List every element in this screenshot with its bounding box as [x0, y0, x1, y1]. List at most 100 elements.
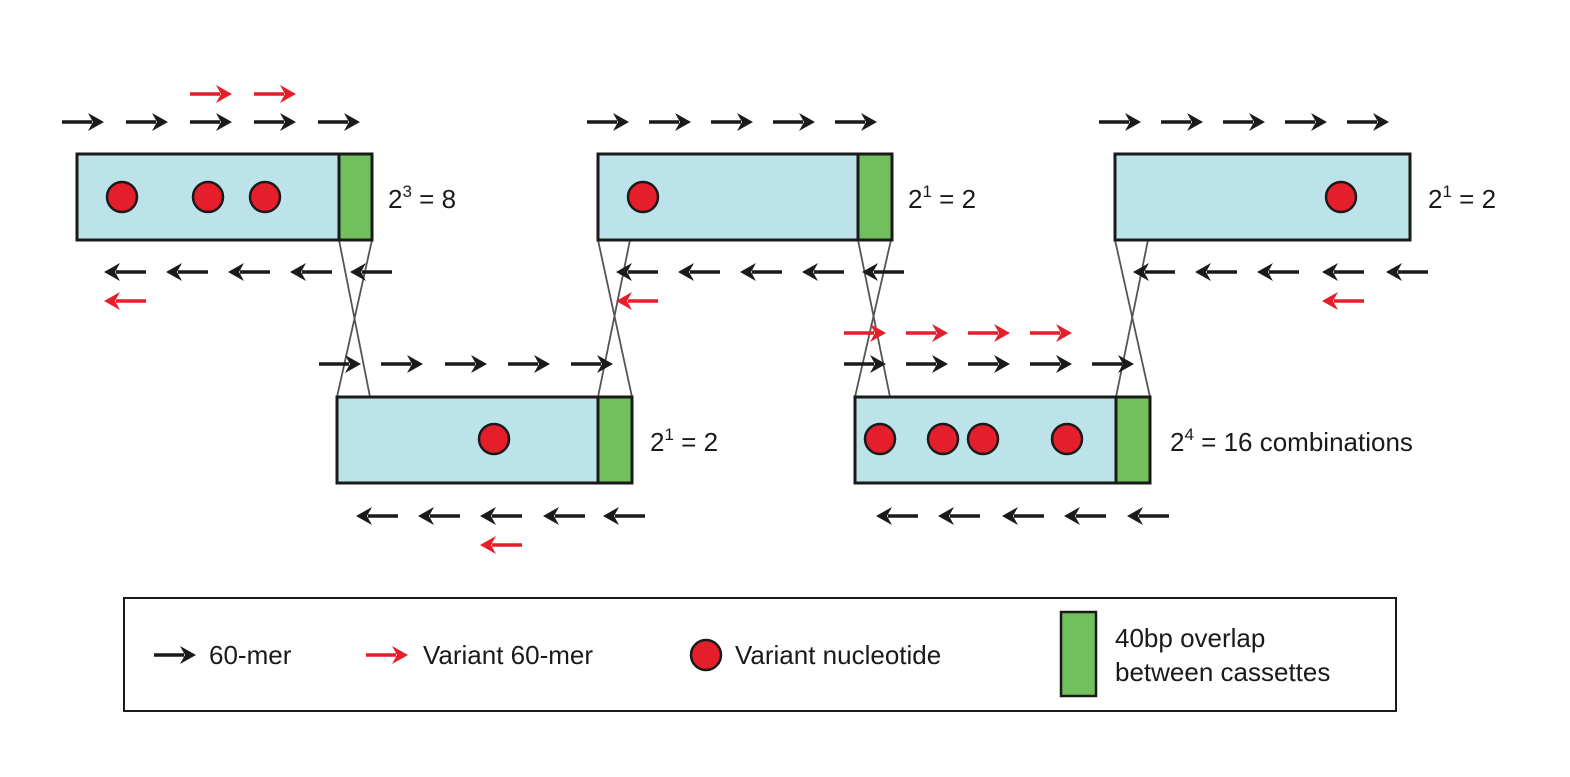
cassette-5: 21 = 2	[1113, 152, 1496, 242]
oligo-arrow	[1133, 263, 1175, 281]
variant-oligo-arrow	[968, 324, 1010, 342]
oligo-arrow	[773, 113, 815, 131]
variant-oligo-arrow	[844, 324, 886, 342]
overlap-region	[856, 152, 894, 242]
overlap-crossing-lines	[336, 239, 1151, 398]
green-overlap-icon	[1059, 610, 1098, 698]
oligo-arrow	[587, 113, 629, 131]
variant-nucleotide	[191, 180, 225, 214]
oligo-arrow	[62, 113, 104, 131]
overlap-region	[1114, 395, 1152, 485]
cassette-4: 24 = 16 combinations	[853, 395, 1413, 485]
oligo-arrow	[104, 263, 146, 281]
variant-nucleotide	[926, 422, 960, 456]
variant-nucleotide	[626, 180, 660, 214]
oligo-arrow	[1030, 355, 1072, 373]
variant-nucleotide	[966, 422, 1000, 456]
oligo-arrow	[906, 355, 948, 373]
variant-nucleotide	[1324, 180, 1358, 214]
variant-nucleotide	[248, 180, 282, 214]
combination-label: 23 = 8	[388, 182, 456, 214]
oligo-arrow	[1285, 113, 1327, 131]
black-arrow-icon	[154, 646, 196, 664]
oligo-arrow	[254, 113, 296, 131]
oligo-arrow	[1002, 507, 1044, 525]
oligo-arrow	[1064, 507, 1106, 525]
oligo-arrow	[740, 263, 782, 281]
legend-label-overlap-line1: 40bp overlap	[1115, 623, 1265, 653]
oligo-arrow	[445, 355, 487, 373]
variant-oligo-arrow	[104, 292, 146, 310]
crossing-line	[857, 239, 891, 398]
legend: 60-mer Variant 60-mer Variant nucleotide…	[123, 597, 1397, 712]
combination-label: 21 = 2	[650, 425, 718, 457]
variant-oligo-arrow	[480, 536, 522, 554]
cassette-box	[1113, 152, 1412, 242]
combination-label: 21 = 2	[1428, 182, 1496, 214]
variant-oligo-arrow	[906, 324, 948, 342]
variant-nucleotide	[1050, 422, 1084, 456]
oligo-arrow	[1195, 263, 1237, 281]
oligo-arrow	[616, 263, 658, 281]
crossing-line	[597, 239, 631, 398]
oligo-arrow	[1161, 113, 1203, 131]
oligo-arrow	[862, 263, 904, 281]
oligo-arrow	[1322, 263, 1364, 281]
oligo-arrow	[228, 263, 270, 281]
legend-arrow	[154, 646, 196, 664]
oligo-arrow	[678, 263, 720, 281]
crossing-line	[336, 239, 373, 398]
oligo-arrow	[480, 507, 522, 525]
oligo-arrow	[802, 263, 844, 281]
legend-item-variant-oligo: Variant 60-mer	[366, 640, 593, 670]
oligo-arrow	[1386, 263, 1428, 281]
oligo-arrow	[844, 355, 886, 373]
oligo-arrow	[350, 263, 392, 281]
variant-nucleotide	[477, 422, 511, 456]
variant-nucleotide	[863, 422, 897, 456]
oligo-arrow	[508, 355, 550, 373]
oligo-arrow	[571, 355, 613, 373]
oligo-arrow	[1257, 263, 1299, 281]
oligo-arrow	[649, 113, 691, 131]
oligo-arrow	[1099, 113, 1141, 131]
variant-oligo-arrow	[616, 292, 658, 310]
legend-item-variant-nucleotide: Variant nucleotide	[689, 638, 941, 672]
legend-label-variant-oligo: Variant 60-mer	[423, 640, 593, 670]
legend-label-variant-nucleotide: Variant nucleotide	[735, 640, 941, 670]
oligo-arrow	[381, 355, 423, 373]
oligo-arrow	[876, 507, 918, 525]
oligo-arrow	[938, 507, 980, 525]
overlap-region	[337, 152, 374, 242]
combination-label: 24 = 16 combinations	[1170, 425, 1413, 457]
legend-label-overlap-line2: between cassettes	[1115, 657, 1330, 687]
oligo-arrow	[1223, 113, 1265, 131]
red-dot-icon	[689, 638, 723, 672]
red-arrow-icon	[366, 646, 408, 664]
legend-label-oligo: 60-mer	[209, 640, 292, 670]
cassette-1: 23 = 8	[75, 152, 456, 242]
oligo-arrow	[1127, 507, 1169, 525]
legend-item-overlap: 40bp overlap between cassettes	[1059, 610, 1330, 698]
legend-item-oligo: 60-mer	[154, 640, 292, 670]
legend-arrow	[366, 646, 408, 664]
oligo-arrow	[318, 113, 360, 131]
oligo-arrow	[835, 113, 877, 131]
cassette-box	[335, 395, 600, 485]
variant-oligo-arrow	[1030, 324, 1072, 342]
oligo-arrow	[711, 113, 753, 131]
oligo-arrow	[543, 507, 585, 525]
cassette-3: 21 = 2	[596, 152, 976, 242]
crossing-line	[854, 239, 892, 398]
oligo-arrow	[968, 355, 1010, 373]
oligo-arrow	[1347, 113, 1389, 131]
oligo-arrow	[319, 355, 361, 373]
oligo-arrow	[418, 507, 460, 525]
oligo-arrow	[166, 263, 208, 281]
cassette-2: 21 = 2	[335, 395, 718, 485]
oligo-arrow	[290, 263, 332, 281]
overlap-region	[596, 395, 634, 485]
variant-oligo-arrow	[1322, 292, 1364, 310]
oligo-arrow	[126, 113, 168, 131]
